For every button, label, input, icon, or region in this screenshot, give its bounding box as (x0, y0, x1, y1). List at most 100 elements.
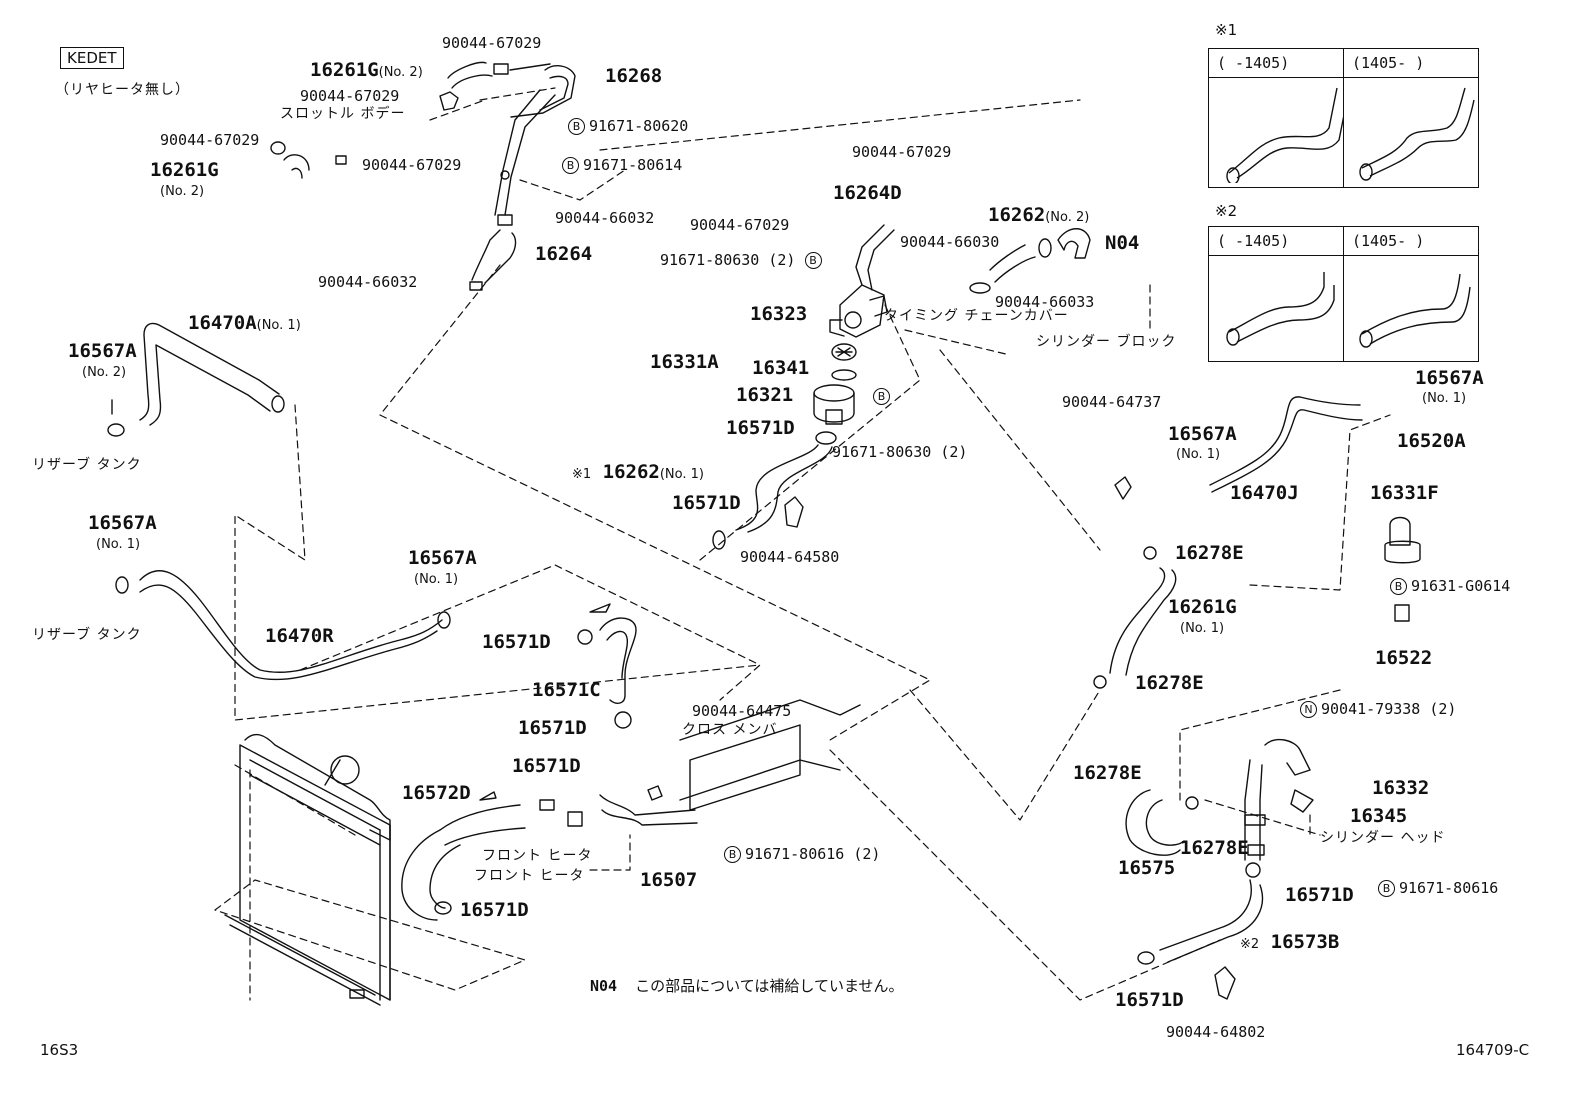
label-16571d-g: 16571D (1285, 884, 1354, 906)
kedet-tag: KEDET (60, 47, 124, 69)
supply-note: N04 この部品については補給していません。 (590, 977, 904, 995)
label-16571d-d: 16571D (518, 717, 587, 739)
label-16571d-b: 16571D (672, 492, 741, 514)
label-16571d-c: 16571D (482, 631, 551, 653)
label-16345: 16345 (1350, 805, 1408, 827)
label-90044-67029-d: 90044-67029 (362, 156, 462, 174)
label-90044-67029-f: 90044-67029 (690, 216, 790, 234)
label-90044-67029-a: 90044-67029 (442, 34, 542, 52)
label-cylinder-head: シリンダー ヘッド (1320, 830, 1446, 846)
label-cylinder-block: シリンダー ブロック (1036, 334, 1177, 350)
label-16567a-no2: 16567A (68, 340, 137, 362)
thermostat-housing-assembly (712, 224, 895, 550)
inset1-col2: (1405- ) (1343, 48, 1479, 78)
label-16278e-a: 16278E (1175, 542, 1244, 564)
label-16278e-b: 16278E (1135, 672, 1204, 694)
label-90044-66032-a: 90044-66032 (555, 209, 655, 227)
label-90044-67029-e: 90044-67029 (852, 143, 952, 161)
label-16507: 16507 (640, 869, 698, 891)
reserve-tank-hoses (107, 322, 451, 681)
label-front-heater-a: フロント ヒータ (482, 848, 593, 864)
label-timing-chain-cover: タイミング チェーンカバー (884, 308, 1069, 324)
label-reserve-tank-a: リザーブ タンク (32, 457, 142, 473)
dashed-leader-lines (214, 87, 1391, 1001)
label-16261g-no1-sub: (No. 1) (1180, 621, 1225, 636)
label-16323: 16323 (750, 303, 808, 325)
label-90044-67029-c: 90044-67029 (160, 131, 260, 149)
label-front-heater-b: フロント ヒータ (474, 868, 585, 884)
label-16567a-r1: 16567A (1415, 367, 1484, 389)
label-16332: 16332 (1372, 777, 1430, 799)
heater-pipe-assembly (401, 603, 861, 921)
label-90044-66033: 90044-66033 (995, 293, 1095, 311)
label-b-91671-80630-b: 91671-80630 (2) (832, 443, 968, 461)
label-16567a-mid-sub: (No. 1) (414, 572, 459, 587)
label-16331f: 16331F (1370, 482, 1439, 504)
label-16573b: ※2 16573B (1240, 931, 1340, 953)
label-cross-member: クロス メンバ (682, 722, 778, 738)
label-16261g-no1: 16261G (1168, 596, 1237, 618)
label-16261g-no2: 16261G (150, 159, 219, 181)
inset2-col2: (1405- ) (1343, 226, 1479, 256)
inset2-table: ( -1405)(1405- ) (1208, 226, 1479, 362)
label-16321: 16321 (736, 384, 794, 406)
label-90044-67029-b: 90044-67029 (300, 87, 400, 105)
label-90044-64475: 90044-64475 (692, 702, 792, 720)
label-16571d-e: 16571D (512, 755, 581, 777)
label-16567a-r2: 16567A (1168, 423, 1237, 445)
label-reserve-tank-b: リザーブ タンク (32, 627, 142, 643)
inset2-hose-b (1343, 255, 1479, 362)
label-16520a: 16520A (1397, 430, 1466, 452)
label-90044-64737: 90044-64737 (1062, 393, 1162, 411)
label-16261g-no2-top: 16261G(No. 2) (310, 59, 423, 81)
label-16567a-mid: 16567A (408, 547, 477, 569)
label-16567a-left-sub: (No. 1) (96, 537, 141, 552)
footer-left-code: 16S3 (40, 1041, 79, 1059)
label-16278e-d: 16278E (1180, 837, 1249, 859)
label-throttle-body: スロットル ボデー (280, 106, 406, 122)
right-hoses (1093, 396, 1421, 689)
label-16571d-f: 16571D (460, 899, 529, 921)
no-rear-heater-note: （リヤヒータ無し） (55, 82, 190, 98)
label-16567a-left: 16567A (88, 512, 157, 534)
label-16567a-r1-sub: (No. 1) (1422, 391, 1467, 406)
label-90044-66032-b: 90044-66032 (318, 273, 418, 291)
water-outlet-hose (969, 228, 1091, 294)
inset1-hose-b (1343, 77, 1479, 188)
label-16341: 16341 (752, 357, 810, 379)
inset1-hose-a (1208, 77, 1348, 188)
label-90044-64580: 90044-64580 (740, 548, 840, 566)
inset2-col1: ( -1405) (1208, 226, 1344, 256)
label-16571d-h: 16571D (1115, 989, 1184, 1011)
label-90044-64802: 90044-64802 (1166, 1023, 1266, 1041)
inset2-mark: ※2 (1215, 202, 1238, 220)
radiator (224, 733, 391, 1006)
label-16522: 16522 (1375, 647, 1433, 669)
label-16261g-no2-sub: (No. 2) (160, 184, 205, 199)
label-16572d: 16572D (402, 782, 471, 804)
label-16567a-r2-sub: (No. 1) (1176, 447, 1221, 462)
footer-right-code: 164709-C (1456, 1041, 1530, 1059)
label-circle-b-mid: B (873, 388, 894, 405)
label-n04: N04 (1105, 232, 1140, 254)
label-16331a: 16331A (650, 351, 719, 373)
label-16575: 16575 (1118, 857, 1176, 879)
bypass-hose-top (270, 61, 576, 291)
label-16571d-a: 16571D (726, 417, 795, 439)
inset1-col1: ( -1405) (1208, 48, 1344, 78)
label-16470a: 16470A(No. 1) (188, 312, 301, 334)
label-16268: 16268 (605, 65, 663, 87)
label-16571c: 16571C (532, 679, 601, 701)
bypass-assembly-lower-right (1125, 738, 1314, 1000)
label-16278e-c: 16278E (1073, 762, 1142, 784)
label-16262-no1: ※1 16262(No. 1) (572, 461, 704, 483)
inset2-hose-a (1208, 255, 1344, 362)
label-16264: 16264 (535, 243, 593, 265)
